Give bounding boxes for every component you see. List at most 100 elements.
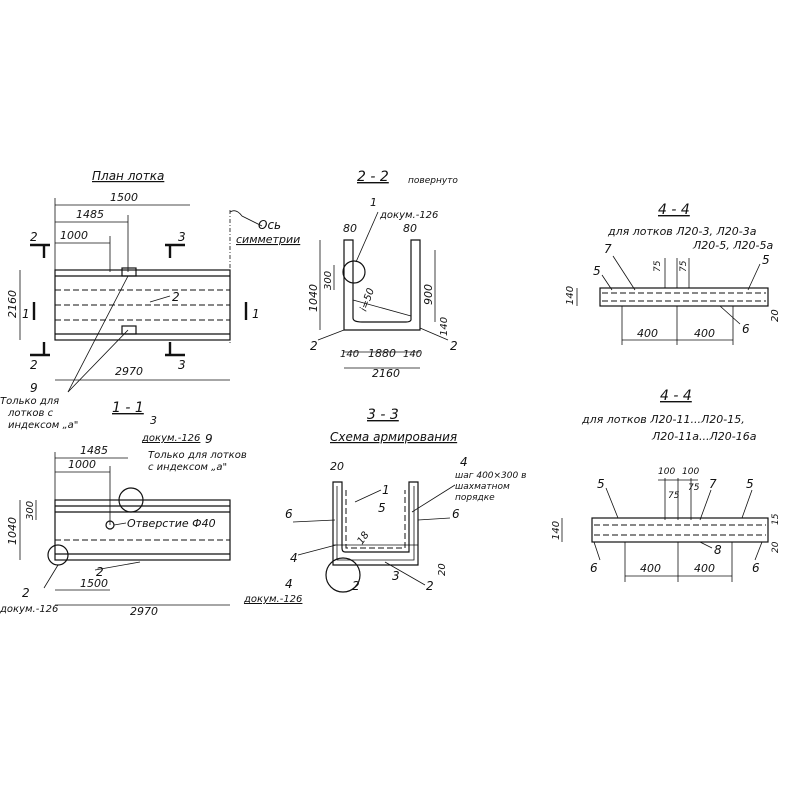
sec11-note-2: с индексом „а" [148,462,227,473]
sec33-leader-6a: 6 [285,507,293,521]
sec44t-dim-400b: 400 [694,327,715,340]
sec33-subtitle: Схема армирования [330,430,457,444]
sec11-dim-2970: 2970 [130,605,158,618]
sec44b-title: 4 - 4 [660,388,692,404]
sec33-leader-4b: 4 [290,551,298,565]
sec44b-dim-75a: 75 [668,491,680,501]
plan-leader-2: 2 [172,290,180,304]
sec22-docum: докум.-126 [379,210,438,221]
sec11-dim-1040: 1040 [6,517,19,545]
plan-note-1: Только для [0,396,59,407]
sec44b-leader-6b: 6 [752,561,760,575]
sec44t-for-2: Л20-5, Л20-5а [692,239,773,252]
plan-cut-1-right: 1 [252,307,260,321]
sec11-dim-1000: 1000 [68,458,96,471]
sec44b-leader-5b: 5 [746,477,754,491]
sec22-rotated: повернуто [408,176,458,186]
sec44t-leader-7: 7 [604,242,612,256]
sec44t-leader-5a: 5 [593,264,601,278]
sec22-dim-140b: 140 [403,349,422,360]
section-4-4-bottom: 4 - 4 для лотков Л20-11...Л20-15, Л20-11… [551,388,781,582]
section-3-3: 3 - 3 Схема армирования 20 4 шаг 400×300… [243,407,526,605]
sec33-leader-3: 3 [392,569,400,583]
sec44t-dim-400a: 400 [637,327,658,340]
sec44t-dim-140: 140 [565,286,576,305]
plan-note-2: лотков с [7,408,54,419]
sec22-dim-900: 900 [422,284,435,305]
sec44t-dim-75a: 75 [653,260,663,272]
sec11-dim-1500: 1500 [80,577,108,590]
sec33-step-1: шаг 400×300 в [455,471,526,481]
sec44b-dim-100a: 100 [658,467,675,477]
sec11-docum-top: докум.-126 [141,433,200,444]
plan-view: План лотка 1500 1485 1000 Ось симметрии … [0,169,300,431]
plan-dim-2970: 2970 [115,365,143,378]
sec44b-dim-400b: 400 [694,562,715,575]
sec11-docum-bottom: докум.-126 [0,604,58,615]
sec44b-leader-6a: 6 [590,561,598,575]
sec22-leader-1: 1 [370,196,377,209]
plan-cut-1-left: 1 [22,307,30,321]
sec44b-for-2: Л20-11а...Л20-16а [651,430,757,443]
sec44b-for-1: для лотков Л20-11...Л20-15, [581,413,745,426]
sec11-hole: Отверстие Ф40 [127,517,216,530]
section-1-1-title: 1 - 1 [112,400,144,416]
sec22-dim-140a: 140 [340,349,359,360]
sec22-dim-140-right: 140 [439,317,450,336]
plan-dim-1500: 1500 [110,191,138,204]
sec33-leader-4: 4 [460,455,468,469]
sec22-dim-1880: 1880 [368,347,396,360]
section-1-1: 1 - 1 3 докум.-126 9 Только для лотков с… [0,400,247,618]
sec11-leader-2a: 2 [22,586,30,600]
sec33-circle-4: 4 [285,577,293,591]
sec33-leader-2a: 2 [352,579,360,593]
plan-title: План лотка [92,169,164,183]
sec44b-leader-5a: 5 [597,477,605,491]
plan-dim-1485: 1485 [76,208,104,221]
plan-cut-3-bottom: 3 [178,358,186,372]
sec33-docum: докум.-126 [243,594,302,605]
section-3-3-title: 3 - 3 [367,407,399,423]
sec11-dim-1485: 1485 [80,444,108,457]
sec33-leader-2b: 2 [426,579,434,593]
sec44b-dim-400a: 400 [640,562,661,575]
sec22-dim-80a: 80 [343,222,357,235]
sec11-dim-300: 300 [25,501,36,520]
section-4-4-top: 4 - 4 для лотков Л20-3, Л20-3а Л20-5, Л2… [565,202,781,345]
sec33-leader-6b: 6 [452,507,460,521]
sec22-dim-300: 300 [323,271,334,290]
section-2-2-title: 2 - 2 [357,169,389,185]
sec22-dim-i50: i=50 [358,287,377,313]
sec44t-dim-20: 20 [770,309,781,322]
plan-leader-9: 9 [30,381,38,395]
sec33-dim-20b: 20 [437,563,448,576]
sec22-dim-2160: 2160 [372,367,400,380]
sec33-step-3: порядке [455,493,495,503]
sec11-leader-3: 3 [150,414,157,427]
sec33-leader-1: 1 [382,483,390,497]
plan-cut-2-top: 2 [30,230,38,244]
sec44t-leader-6: 6 [742,322,750,336]
sec33-leader-18: 18 [355,530,371,547]
sec44t-dim-75b: 75 [679,260,689,272]
plan-cut-2-bottom: 2 [30,358,38,372]
sec44b-dim-75b: 75 [688,483,700,493]
sec22-leader-2b: 2 [450,339,458,353]
sec44b-dim-20: 20 [771,541,781,553]
sec22-dim-1040: 1040 [307,284,320,312]
plan-note-3: индексом „а" [8,420,78,431]
sec33-dim-20a: 20 [330,460,344,473]
sec44b-dim-140: 140 [551,521,562,540]
sec22-dim-80b: 80 [403,222,417,235]
sec44t-leader-5b: 5 [762,253,770,267]
sec22-leader-2a: 2 [310,339,318,353]
axis-label-1: Ось [258,218,281,232]
plan-dim-2160: 2160 [6,290,19,318]
sec44b-leader-8: 8 [714,543,722,557]
sec33-step-2: шахматном [455,482,510,492]
plan-dim-1000: 1000 [60,229,88,242]
axis-label-2: симметрии [236,233,300,246]
section-2-2: 2 - 2 повернуто 1 докум.-126 80 80 i=50 … [307,169,458,380]
sec44t-title: 4 - 4 [658,202,690,218]
